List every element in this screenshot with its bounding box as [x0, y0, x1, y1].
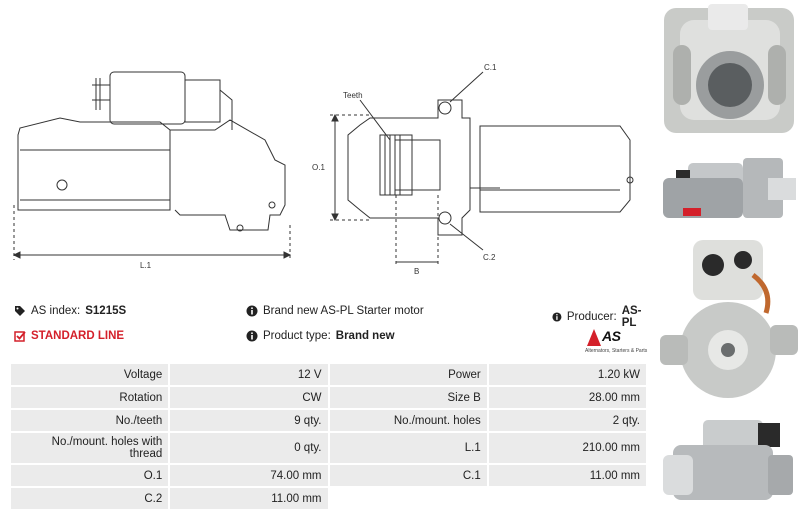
spec-value: 210.00 mm [488, 433, 646, 463]
spec-label: Voltage [11, 364, 169, 385]
standard-line-row: STANDARD LINE [14, 330, 124, 342]
spec-label: L.1 [329, 433, 487, 463]
dim-label-c2: C.2 [483, 253, 496, 262]
solenoid-outline [109, 71, 186, 125]
spec-label: Size B [329, 387, 487, 408]
info-icon [246, 305, 258, 317]
as-index-label: AS index: [31, 305, 81, 317]
producer-row: Producer: AS-PL [552, 305, 650, 329]
producer-value: AS-PL [621, 305, 642, 329]
spec-value: 11.00 mm [488, 465, 646, 486]
as-pl-logo: AS Alternators, Starters & Parts [585, 328, 655, 356]
spec-label: Rotation [11, 387, 169, 408]
description-text: Brand new AS-PL Starter motor [263, 305, 424, 317]
photo-angle-view [663, 420, 793, 500]
spec-value: CW [170, 387, 328, 408]
motor-barrel-outline [479, 125, 631, 213]
checkbox-checked-icon [14, 331, 26, 342]
logo-mark-icon [587, 329, 601, 346]
spec-value: 0 qty. [170, 433, 328, 463]
spec-label: O.1 [11, 465, 169, 486]
product-type-label: Product type: [263, 330, 331, 342]
dim-label-b: B [414, 267, 419, 276]
product-type-row: Product type: Brand new [246, 330, 395, 342]
spec-value: 1.20 kW [488, 364, 646, 385]
standard-line-label: STANDARD LINE [31, 330, 125, 342]
spec-label [330, 488, 487, 509]
spec-label: C.2 [11, 488, 169, 509]
dim-label-o1: O.1 [312, 163, 325, 172]
product-photos [658, 0, 800, 523]
spec-value: 11.00 mm [170, 488, 328, 509]
spec-value: 12 V [170, 364, 328, 385]
spec-value: 2 qty. [488, 410, 646, 431]
tag-icon [15, 306, 25, 316]
spec-label: No./teeth [11, 410, 169, 431]
product-type-value: Brand new [335, 330, 395, 342]
mount-hole-c1 [438, 101, 452, 115]
spec-value: 28.00 mm [488, 387, 646, 408]
technical-drawing: L.1 Teeth C.1 O.1 C.2 B [0, 0, 655, 290]
info-icon [552, 312, 562, 322]
mount-hole-c2 [438, 211, 452, 225]
spec-value: 74.00 mm [170, 465, 328, 486]
spec-label: Power [329, 364, 487, 385]
as-index-row: AS index: S1215S [14, 305, 126, 317]
as-index-value: S1215S [85, 305, 127, 317]
nose-housing-outline [170, 119, 286, 231]
producer-label: Producer: [566, 311, 617, 323]
motor-hole [56, 179, 68, 191]
spec-value [489, 488, 646, 509]
flange-outline [347, 99, 471, 236]
logo-text: AS [602, 328, 621, 344]
product-info: AS index: S1215S STANDARD LINE Brand new… [14, 305, 650, 355]
spec-label: C.1 [329, 465, 487, 486]
logo-subtitle: Alternators, Starters & Parts [585, 348, 648, 354]
description-row: Brand new AS-PL Starter motor [246, 305, 424, 317]
dim-label-teeth: Teeth [343, 91, 363, 100]
motor-body-outline [17, 117, 171, 211]
solenoid-cap-outline [184, 79, 221, 123]
spec-value: 9 qty. [170, 410, 328, 431]
drawing-svg: L.1 Teeth C.1 O.1 C.2 B [12, 63, 634, 276]
dim-label-l1: L.1 [140, 261, 152, 270]
photo-front-view [664, 4, 794, 133]
dim-label-c1: C.1 [484, 63, 497, 72]
spec-label: No./mount. holes with thread [11, 433, 169, 463]
spec-label: No./mount. holes [329, 410, 487, 431]
photo-side-view [663, 158, 796, 218]
photo-rear-view [660, 240, 798, 398]
info-icon [246, 330, 258, 342]
